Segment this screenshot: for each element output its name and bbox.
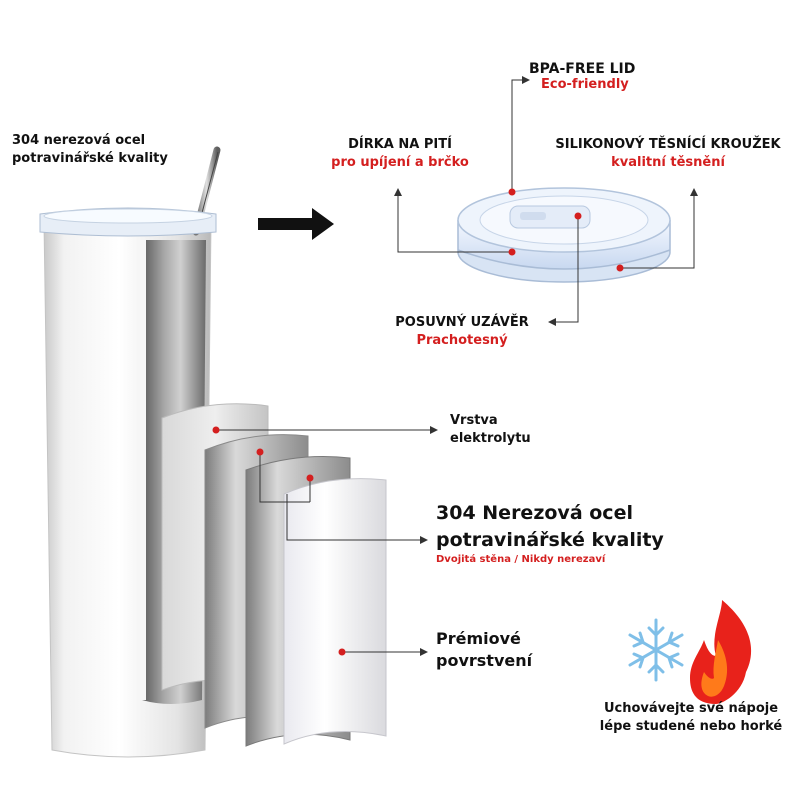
sliding-closure-title: POSUVNÝ UZÁVĚR [395, 315, 529, 330]
sliding-closure-sub: Prachotesný [416, 333, 508, 349]
temperature-label: Uchovávejte své nápoje lépe studené nebo… [586, 700, 796, 736]
silicone-ring-label: SILIKONOVÝ TĚSNÍCÍ KROUŽEK kvalitní těsn… [546, 136, 790, 172]
temperature-line1: Uchovávejte své nápoje [603, 701, 779, 716]
leader-lines [216, 79, 695, 653]
sliding-closure-label: POSUVNÝ UZÁVĚR Prachotesný [384, 314, 540, 350]
flame-icon [690, 600, 752, 704]
panel-coating [283, 478, 387, 745]
drinking-hole-title: DÍRKA NA PITÍ [348, 137, 452, 152]
tumbler-cutaway-edge [140, 240, 146, 700]
electrolyte-layer-label: Vrstva elektrolytu [450, 412, 531, 448]
steel-layer-line1: 304 Nerezová ocel [436, 502, 633, 524]
bpa-lid-sub: Eco-friendly [541, 76, 629, 92]
silicone-ring-sub: kvalitní těsnění [611, 155, 725, 171]
electrolyte-line1: Vrstva [450, 413, 498, 428]
bpa-lid-title: BPA-FREE LID [529, 61, 636, 77]
marker-dots [212, 188, 624, 656]
steel-layer-label: 304 Nerezová ocel potravinářské kvality … [436, 500, 664, 567]
steel-layer-sub: Dvojitá stěna / Nikdy nerezaví [436, 554, 606, 566]
coating-line2: povrstvení [436, 651, 533, 671]
electrolyte-line2: elektrolytu [450, 431, 531, 447]
coating-label: Prémiové povrstvení [436, 628, 532, 673]
layer-panels [161, 403, 387, 747]
leader-arrowheads [394, 76, 698, 656]
temperature-line2: lépe studené nebo horké [599, 719, 783, 735]
arrow-right-icon [258, 208, 334, 240]
snowflake-icon [628, 618, 684, 682]
straw-label-line1: 304 nerezová ocel [12, 133, 146, 148]
drinking-hole-sub: pro upíjení a brčko [331, 155, 469, 171]
coating-line1: Prémiové [436, 629, 521, 648]
silicone-ring-title: SILIKONOVÝ TĚSNÍCÍ KROUŽEK [555, 137, 781, 152]
straw-label: 304 nerezová ocel potravinářské kvality [12, 132, 168, 168]
drinking-hole-label: DÍRKA NA PITÍ pro upíjení a brčko [330, 136, 470, 172]
bpa-lid-label: BPA-FREE LID Eco-friendly [529, 60, 635, 94]
steel-layer-line2: potravinářské kvality [436, 528, 664, 551]
straw-label-line2: potravinářské kvality [12, 151, 168, 167]
